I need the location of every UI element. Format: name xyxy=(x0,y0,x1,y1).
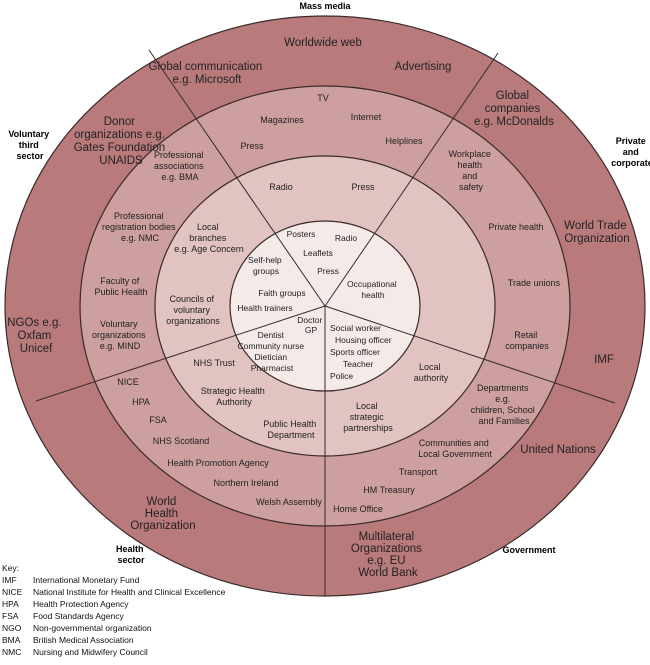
label-nhs-scotland: NHS Scotland xyxy=(153,436,210,446)
label-fsa: FSA xyxy=(149,415,167,425)
label-faith-groups: Faith groups xyxy=(258,288,305,298)
label-nice: NICE xyxy=(117,377,139,387)
svg-text:NMC: NMC xyxy=(2,647,21,657)
sector-private-corporate: Private and corporate xyxy=(611,136,650,168)
svg-text:NICE: NICE xyxy=(2,587,23,597)
divider-left xyxy=(35,305,326,402)
label-northern-ireland: Northern Ireland xyxy=(213,478,278,488)
svg-text:British Medical Association: British Medical Association xyxy=(33,635,134,645)
label-home-office: Home Office xyxy=(333,504,383,514)
key-entry: NGO Non-governmental organization xyxy=(2,623,152,633)
key-entry: HPA Health Protection Agency xyxy=(2,599,129,609)
svg-text:Non-governmental organization: Non-governmental organization xyxy=(33,623,152,633)
key-entry: NICE National Institute for Health and C… xyxy=(2,587,226,597)
label-doctor-gp: Doctor GP xyxy=(297,315,324,335)
label-advertising: Advertising xyxy=(395,61,452,73)
label-helplines: Helplines xyxy=(385,136,423,146)
label-public-health-department: Public Health Department xyxy=(263,419,319,440)
label-councils-voluntary: Councils of voluntary organizations xyxy=(166,294,220,326)
svg-text:Food Standards Agency: Food Standards Agency xyxy=(33,611,124,621)
label-departments: Departments e.g. children, School and Fa… xyxy=(471,383,538,426)
sector-health: Health sector xyxy=(116,544,146,565)
label-imf: IMF xyxy=(594,354,614,366)
divider-right xyxy=(324,305,616,404)
svg-text:HPA: HPA xyxy=(2,599,19,609)
label-donor-organizations: Donor organizations e.g. Gates Foundatio… xyxy=(74,116,169,167)
svg-text:IMF: IMF xyxy=(2,575,17,585)
label-retail-companies: Retail companies xyxy=(505,330,549,351)
label-leaflets: Leaflets xyxy=(303,248,333,258)
label-communities-local-government: Communities and Local Government xyxy=(418,438,492,459)
label-hpa: HPA xyxy=(132,397,150,407)
label-press-core: Press xyxy=(317,266,339,276)
label-united-nations: United Nations xyxy=(520,444,596,456)
svg-text:FSA: FSA xyxy=(2,611,19,621)
label-private-health: Private health xyxy=(488,222,543,232)
key-entry: BMA British Medical Association xyxy=(2,635,134,645)
label-global-companies: Global companies e.g. McDonalds xyxy=(474,90,554,128)
label-health-promotion-agency: Health Promotion Agency xyxy=(167,458,269,468)
sector-government: Government xyxy=(502,545,555,555)
label-world-health-organization: World Health Organization xyxy=(130,496,195,532)
label-tv: TV xyxy=(317,93,329,103)
label-professional-associations: Professional associations e.g. BMA xyxy=(154,150,206,182)
label-internet: Internet xyxy=(351,112,382,122)
svg-text:BMA: BMA xyxy=(2,635,21,645)
label-workplace-health: Workplace health and safety xyxy=(449,149,494,192)
label-multilateral-organizations: Multilateral Organizations e.g. EU World… xyxy=(351,531,425,579)
label-local-branches: Local branches e.g. Age Concern xyxy=(174,222,244,254)
label-faculty-public-health: Faculty of Public Health xyxy=(94,276,147,297)
label-health-trainers: Health trainers xyxy=(237,303,292,313)
svg-text:Health Protection Agency: Health Protection Agency xyxy=(33,599,129,609)
label-welsh-assembly: Welsh Assembly xyxy=(256,497,322,507)
label-magazines: Magazines xyxy=(260,115,304,125)
label-local-strategic-partnerships: Local strategic partnerships xyxy=(343,401,393,433)
svg-text:International Monetary Fund: International Monetary Fund xyxy=(33,575,140,585)
divider-top-left xyxy=(148,49,326,307)
label-dentist-group: Dentist Community nurse Dietician Pharma… xyxy=(238,330,307,373)
label-professional-registration: Professional registration bodies e.g. NM… xyxy=(102,211,178,243)
key-entry: NMC Nursing and Midwifery Council xyxy=(2,647,148,657)
label-local-authority: Local authority xyxy=(414,362,449,383)
label-radio-core: Radio xyxy=(335,233,357,243)
label-press-inner: Press xyxy=(351,182,375,192)
label-nhs-trust: NHS Trust xyxy=(193,358,235,368)
label-posters: Posters xyxy=(287,229,316,239)
key-title: Key: xyxy=(2,563,19,573)
sector-mass-media: Mass media xyxy=(299,1,351,11)
label-occupational-health: Occupational health xyxy=(347,279,399,300)
label-global-communication: Global communication e.g. Microsoft xyxy=(149,61,266,86)
label-strategic-health-authority: Strategic Health Authority xyxy=(201,386,268,407)
label-ngos: NGOs e.g. Oxfam Unicef xyxy=(7,317,65,355)
key-entry: IMF International Monetary Fund xyxy=(2,575,140,585)
label-worldwide-web: Worldwide web xyxy=(284,37,362,49)
label-voluntary-organizations: Voluntary organizations e.g. MIND xyxy=(92,319,148,351)
label-press-middle: Press xyxy=(240,141,264,151)
label-transport: Transport xyxy=(399,467,438,477)
label-world-trade-organization: World Trade Organization xyxy=(564,220,630,245)
sector-voluntary: Voluntary third sector xyxy=(8,129,51,161)
key-entry: FSA Food Standards Agency xyxy=(2,611,124,621)
divider-top-right xyxy=(324,52,499,307)
label-social-worker-group: Social worker Housing officer Sports off… xyxy=(330,323,394,381)
key-legend: Key: IMF International Monetary Fund NIC… xyxy=(2,563,226,657)
svg-text:National Institute for Health: National Institute for Health and Clinic… xyxy=(33,587,226,597)
svg-text:Nursing and Midwifery Council: Nursing and Midwifery Council xyxy=(33,647,148,657)
label-self-help-groups: Self-help groups xyxy=(248,255,284,276)
label-hm-treasury: HM Treasury xyxy=(363,485,415,495)
svg-text:NGO: NGO xyxy=(2,623,22,633)
label-trade-unions: Trade unions xyxy=(508,278,561,288)
label-radio-inner: Radio xyxy=(269,182,293,192)
